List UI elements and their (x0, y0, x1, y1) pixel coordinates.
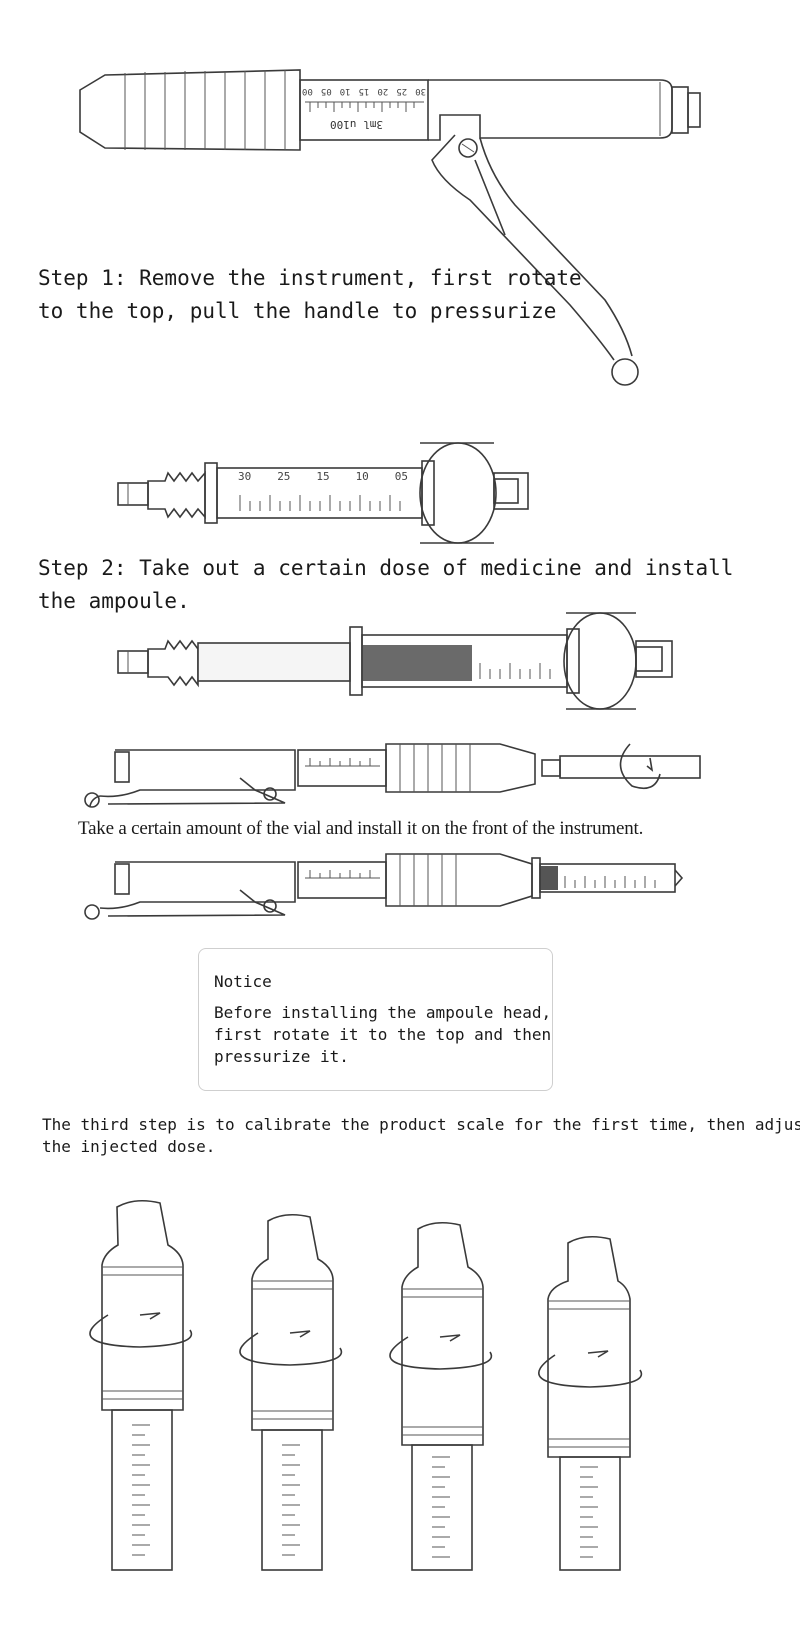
scale-mark: 20 (377, 86, 389, 96)
calibration-pen-3 (389, 1221, 493, 1571)
scale-mark: 25 (396, 86, 408, 96)
ampoule-mark: 10 (355, 470, 369, 483)
vial-caption: Take a certain amount of the vial and in… (78, 818, 644, 839)
ampoule-marks-row: 30 25 15 10 05 (238, 470, 408, 483)
calibration-pen-4 (538, 1235, 643, 1571)
step1-instructions: Step 1: Remove the instrument, first rot… (38, 262, 582, 328)
step2-line1: Step 2: Take out a certain dose of medic… (38, 556, 734, 580)
notice-line: pressurize it. (214, 1047, 349, 1066)
calibration-pen-1 (89, 1199, 193, 1571)
pen-with-vial-illustration (84, 743, 701, 808)
empty-ampoule-illustration (117, 442, 529, 544)
calibration-pen-2 (239, 1213, 343, 1571)
ampoule-mark: 30 (238, 470, 252, 483)
step1-line1: Step 1: Remove the instrument, first rot… (38, 266, 582, 290)
notice-body: Before installing the ampoule head, firs… (214, 1002, 551, 1068)
scale-mark: 00 (302, 86, 313, 96)
notice-line: Before installing the ampoule head, (214, 1003, 552, 1022)
scale-mark: 15 (358, 86, 370, 96)
notice-line: first rotate it to the top and then (214, 1025, 552, 1044)
step3-line2: the injected dose. (42, 1137, 216, 1156)
step3-instructions: The third step is to calibrate the produ… (42, 1114, 800, 1158)
ampoule-mark: 15 (316, 470, 330, 483)
step2-instructions: Step 2: Take out a certain dose of medic… (38, 552, 733, 618)
step2-line2: the ampoule. (38, 589, 190, 613)
notice-title: Notice (214, 972, 272, 991)
scale-mark: 30 (415, 86, 426, 96)
ampoule-mark: 25 (277, 470, 291, 483)
notice-box (198, 948, 553, 1091)
injector-with-handle-illustration (79, 69, 701, 386)
pen-with-ampoule-illustration (84, 853, 684, 920)
scale-mark: 05 (320, 86, 332, 96)
filled-ampoule-illustration (117, 612, 673, 710)
step3-line1: The third step is to calibrate the produ… (42, 1115, 800, 1134)
ampoule-mark: 05 (394, 470, 408, 483)
barrel-label: 3ml u100 (330, 118, 383, 131)
step1-line2: to the top, pull the handle to pressuriz… (38, 299, 557, 323)
calibration-pens-illustration (89, 1199, 643, 1571)
scale-mark: 10 (339, 86, 351, 96)
scale-marks: 30 25 20 15 10 05 00 (302, 86, 426, 96)
